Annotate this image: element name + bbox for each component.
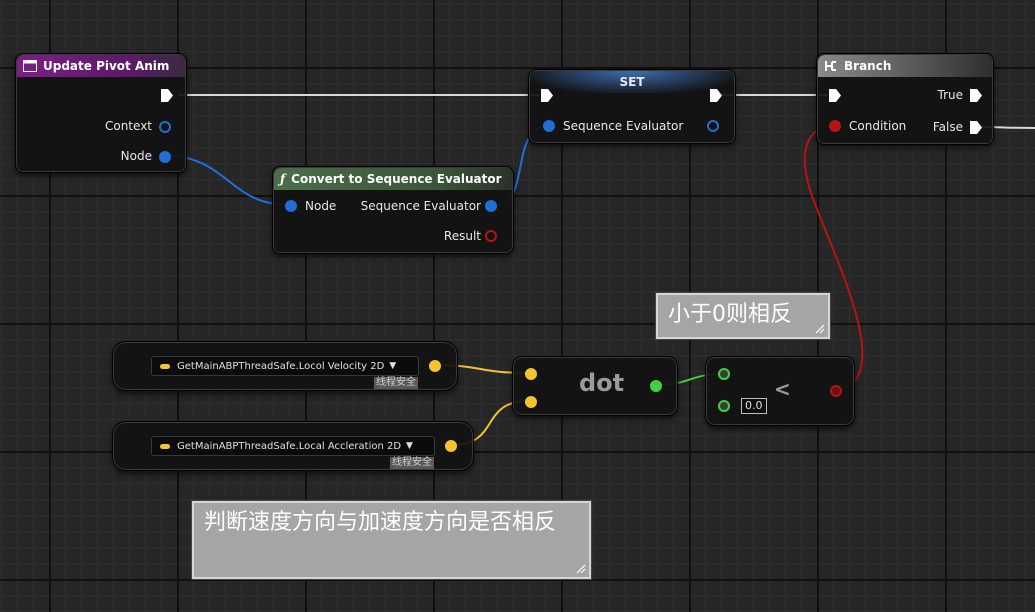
velocity-property-pill[interactable]: GetMainABPThreadSafe.Locol Velocity 2D ▼ [151, 356, 419, 376]
set-exec-out-pin[interactable] [710, 89, 722, 102]
velocity-property-label: GetMainABPThreadSafe.Locol Velocity 2D [177, 360, 385, 372]
convert-node-output-label: Sequence Evaluator [360, 199, 481, 213]
event-node-title: Update Pivot Anim [43, 59, 170, 73]
set-node-title: SET [619, 75, 645, 89]
compare-input-a-pin[interactable] [718, 368, 730, 380]
compare-output-pin[interactable] [830, 385, 842, 397]
resize-grip-icon[interactable] [576, 564, 586, 574]
branch-node[interactable]: Branch True Condition False [816, 53, 994, 145]
set-output-pin[interactable] [707, 120, 719, 132]
thread-safe-tag: 线程安全 [374, 377, 418, 389]
event-node-update-pivot-anim[interactable]: Update Pivot Anim Context Node [15, 53, 187, 173]
compare-default-value-input[interactable]: 0.0 [741, 398, 767, 414]
comment-opposite-text: 小于0则相反 [668, 302, 792, 327]
dot-product-node[interactable]: dot [512, 356, 678, 416]
resize-grip-icon[interactable] [815, 324, 825, 334]
dot-node-title: dot [579, 369, 625, 397]
condition-label: Condition [849, 119, 907, 133]
acceleration-getter-node[interactable]: GetMainABPThreadSafe.Local Accleration 2… [112, 421, 474, 471]
dot-output-pin[interactable] [650, 380, 662, 392]
branch-exec-in-pin[interactable] [829, 89, 841, 102]
less-than-node[interactable]: 0.0 < [705, 356, 855, 426]
convert-node-output-pin[interactable] [485, 200, 497, 212]
dot-input-b-pin[interactable] [525, 396, 537, 408]
event-icon [23, 60, 37, 72]
acceleration-property-pill[interactable]: GetMainABPThreadSafe.Local Accleration 2… [151, 436, 435, 456]
compare-input-b-pin[interactable] [718, 400, 730, 412]
node-pin-label: Node [120, 149, 152, 163]
vector-type-icon [160, 443, 170, 449]
context-pin[interactable] [159, 121, 171, 133]
set-input-label: Sequence Evaluator [563, 119, 684, 133]
branch-true-pin[interactable] [970, 89, 982, 102]
bool-wire-compare-to-branch[interactable] [803, 125, 864, 392]
event-node-header: Update Pivot Anim [17, 55, 185, 77]
set-node[interactable]: SET Sequence Evaluator [528, 69, 736, 144]
branch-false-pin[interactable] [970, 121, 982, 134]
velocity-getter-node[interactable]: GetMainABPThreadSafe.Locol Velocity 2D ▼… [112, 341, 458, 391]
chevron-down-icon: ▼ [406, 441, 413, 451]
compare-operator: < [774, 377, 791, 401]
vector-type-icon [160, 363, 170, 369]
comment-direction-text: 判断速度方向与加速度方向是否相反 [204, 510, 557, 535]
acceleration-output-pin[interactable] [445, 440, 457, 452]
node-pin[interactable] [159, 151, 171, 163]
exec-out-pin[interactable] [161, 89, 173, 102]
convert-to-sequence-evaluator-node[interactable]: ƒ Convert to Sequence Evaluator Node Seq… [272, 166, 514, 254]
convert-node-title: Convert to Sequence Evaluator [291, 172, 502, 186]
comment-opposite[interactable]: 小于0则相反 [656, 293, 830, 339]
context-pin-label: Context [104, 119, 152, 133]
condition-pin[interactable] [829, 120, 841, 132]
convert-node-input-label: Node [305, 199, 337, 213]
branch-true-label: True [937, 88, 964, 102]
convert-node-input-pin[interactable] [285, 200, 297, 212]
branch-false-label: False [932, 120, 963, 134]
velocity-output-pin[interactable] [429, 360, 441, 372]
function-icon: ƒ [280, 172, 286, 186]
branch-node-title: Branch [844, 59, 892, 73]
thread-safe-tag: 线程安全 [390, 457, 434, 469]
branch-node-header: Branch [818, 55, 992, 77]
branch-icon [825, 61, 836, 71]
chevron-down-icon: ▼ [389, 361, 397, 371]
result-pin[interactable] [485, 230, 497, 242]
dot-input-a-pin[interactable] [525, 368, 537, 380]
set-node-header: SET [530, 71, 734, 93]
set-exec-in-pin[interactable] [541, 89, 553, 102]
set-input-pin[interactable] [543, 120, 555, 132]
comment-direction[interactable]: 判断速度方向与加速度方向是否相反 [192, 501, 591, 579]
convert-node-header: ƒ Convert to Sequence Evaluator [274, 168, 512, 190]
acceleration-property-label: GetMainABPThreadSafe.Local Accleration 2… [177, 440, 402, 452]
result-pin-label: Result [443, 229, 481, 243]
